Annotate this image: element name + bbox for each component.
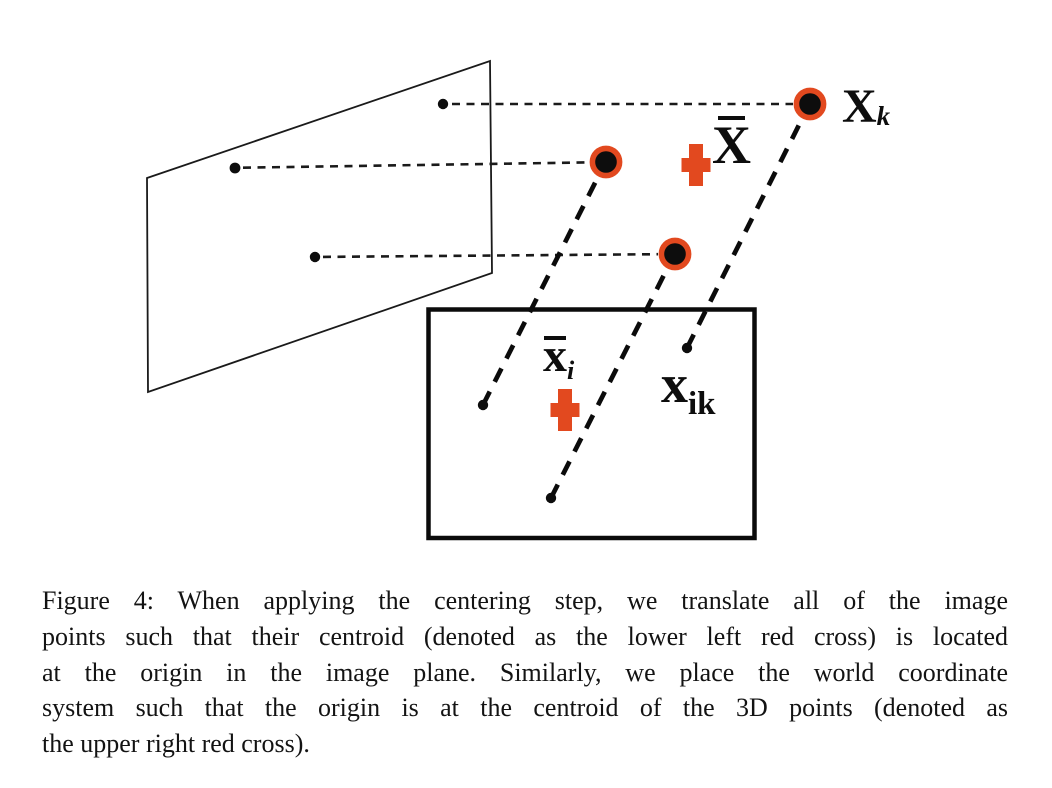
label-subscript: i [567,356,575,385]
world-3d-points [589,87,827,271]
label-base: x [661,354,688,414]
label-image-point-xik: xik [661,354,716,421]
world-point-ring [658,237,692,271]
image-points-rectangle [477,342,693,504]
world-point-ring [589,145,623,179]
label-subscript: k [876,101,891,131]
image-plane-rectangle [426,307,757,541]
caption-line: the upper right red cross). [42,729,310,759]
caption-line: at the origin in the image plane. Simila… [42,657,1008,687]
projection-ray [548,267,670,500]
image-centroid-cross [550,389,580,431]
figure-caption: Figure 4: When applying the centering st… [42,583,1008,762]
correspondence-dashed-lines [242,102,793,259]
correspondence-line [322,252,659,259]
world-centroid-cross [681,144,711,186]
cross-horizontal-bar [681,158,711,172]
overbar-letter: x [543,332,567,380]
projection-ray [480,175,601,407]
world-point-core [798,92,822,116]
world-point [589,145,623,179]
world-point-core [663,242,687,266]
label-world-point-xk: Xk [842,83,890,131]
image-point-dot [681,342,693,354]
caption-line: Figure 4: When applying the centering st… [42,586,1008,615]
caption-line: system such that the origin is at the ce… [42,693,1008,723]
centering-diagram [146,59,827,541]
world-point [793,87,827,121]
image-point-dot [229,162,241,174]
world-point-core [594,150,618,174]
label-base: X [712,115,751,175]
projection-ray [684,117,805,350]
world-point [658,237,692,271]
projection-ray-lines [480,117,805,500]
world-point-ring [793,87,827,121]
image-point-dot [309,251,321,263]
image-plane-parallelogram [146,59,493,394]
image-point-dot [545,492,557,504]
label-base: x [543,329,567,382]
image-point-dot [477,399,489,411]
caption-line: points such that their centroid (denoted… [42,621,1008,651]
label-base: X [842,80,877,133]
image-point-dot [437,98,449,110]
cross-horizontal-bar [550,403,580,417]
label-world-centroid-xbar: X [712,115,751,175]
image-points-left-plane [229,98,449,263]
label-image-centroid-xbar-i: xi [543,332,574,384]
overbar-letter: X [712,115,751,175]
label-subscript: ik [688,386,716,422]
